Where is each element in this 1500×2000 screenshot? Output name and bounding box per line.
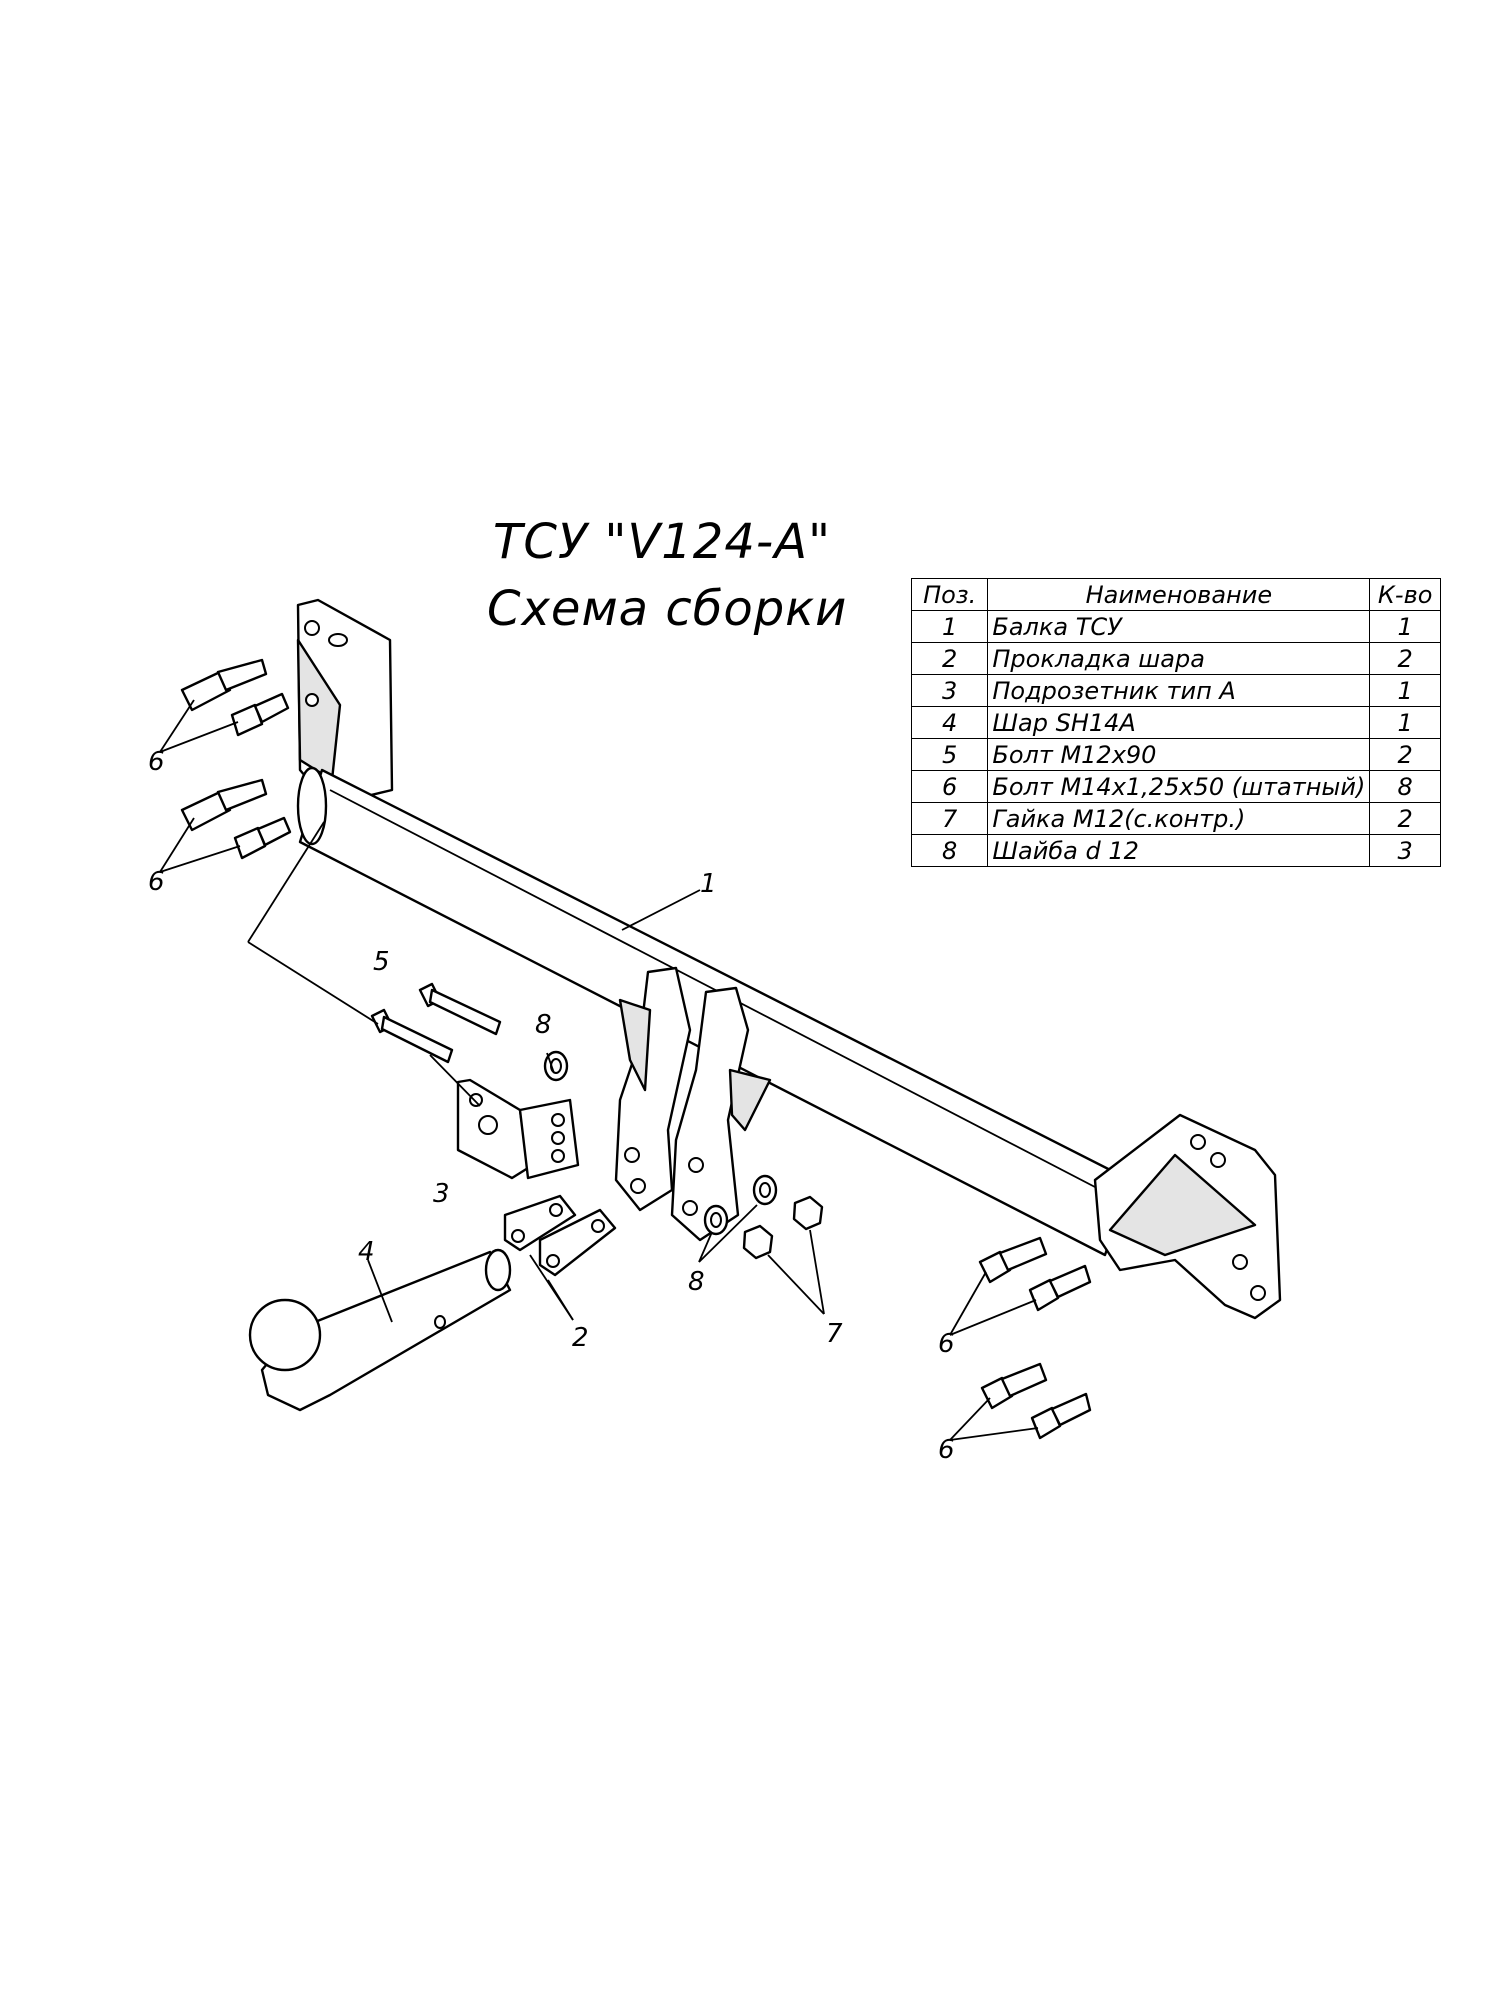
row-pos: 6 [910, 770, 989, 803]
row-qty: 1 [1369, 674, 1441, 707]
row-pos: 8 [910, 834, 989, 867]
row-qty: 2 [1369, 642, 1441, 675]
table-header-row: Поз. Наименование К-во [910, 578, 1441, 611]
callout-6-right-top: 6 [938, 1329, 955, 1359]
callout-6-right-bottom: 6 [938, 1435, 955, 1465]
row-qty: 1 [1369, 610, 1441, 643]
row-pos: 7 [910, 802, 989, 835]
header-qty: К-во [1369, 578, 1441, 611]
washers-and-nuts [543, 1050, 824, 1260]
callout-8-bottom: 8 [688, 1267, 705, 1297]
callout-3: 3 [433, 1179, 450, 1209]
row-pos: 5 [910, 738, 989, 771]
beam-part [296, 598, 1282, 1320]
callout-6-top-left: 6 [148, 747, 165, 777]
m12-bolts [370, 982, 502, 1064]
drawing-subtitle: Схема сборки [487, 581, 848, 637]
drawing-title: ТСУ "V124-A" [493, 514, 832, 570]
row-qty: 1 [1369, 706, 1441, 739]
row-name: Балка ТСУ [987, 610, 1371, 643]
callout-5: 5 [373, 947, 390, 977]
socket-plate [456, 1078, 580, 1180]
spacer-plates [503, 1194, 617, 1277]
header-pos: Поз. [910, 578, 989, 611]
row-qty: 3 [1369, 834, 1441, 867]
callout-8-top: 8 [535, 1010, 552, 1040]
row-name: Шайба d 12 [987, 834, 1371, 867]
row-name: Шар SH14A [987, 706, 1371, 739]
callout-7: 7 [826, 1319, 843, 1349]
row-pos: 4 [910, 706, 989, 739]
row-qty: 8 [1369, 770, 1441, 803]
callout-2: 2 [572, 1323, 589, 1353]
callout-1: 1 [700, 869, 717, 899]
callout-4: 4 [358, 1237, 375, 1267]
callout-6-mid-left: 6 [148, 867, 165, 897]
row-pos: 3 [910, 674, 989, 707]
callout-leaders [159, 699, 1039, 1441]
tow-ball [248, 1248, 512, 1412]
row-name: Гайка М12(с.контр.) [987, 802, 1371, 835]
m14-bolts [180, 658, 1092, 1440]
row-name: Подрозетник тип А [987, 674, 1371, 707]
row-name: Прокладка шара [987, 642, 1371, 675]
header-name: Наименование [987, 578, 1371, 611]
